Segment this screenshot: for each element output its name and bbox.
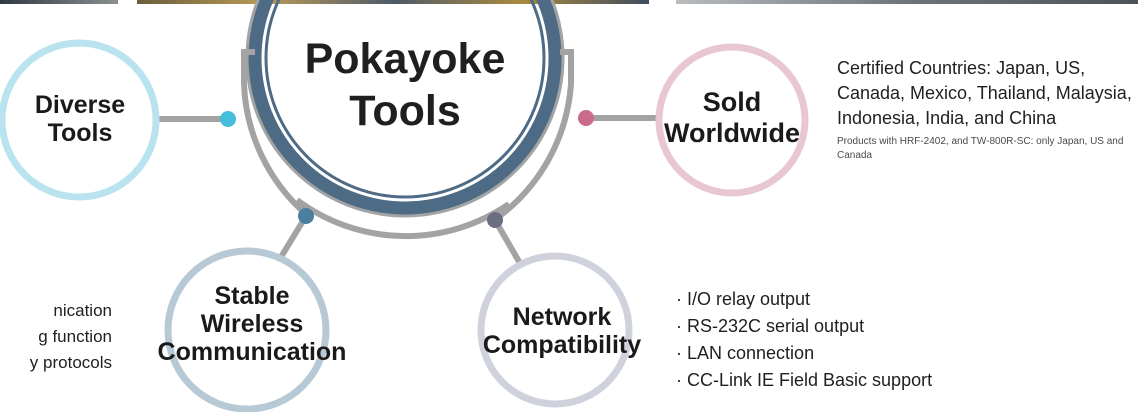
wireless-feature-text: g function: [38, 327, 112, 346]
connector-dot-wireless: [298, 208, 314, 224]
network-feature-item: · I/O relay output: [676, 289, 811, 309]
node-ring-diverse: [0, 39, 160, 201]
wireless-feature-item: y protocols: [0, 350, 112, 376]
arc-left: [241, 49, 309, 218]
wireless-feature-list: nication g function y protocols: [0, 298, 112, 378]
arc-right: [495, 49, 574, 221]
connector-dot-sold: [578, 110, 594, 126]
wireless-feature-text: y protocols: [29, 353, 112, 372]
certified-countries-text: Certified Countries: Japan, US, Canada, …: [837, 58, 1132, 128]
node-ring-wireless: [164, 247, 330, 412]
photo-strip-right: [676, 0, 1138, 4]
connector-dot-network: [487, 212, 503, 228]
node-ring-sold: [655, 43, 809, 197]
sold-worldwide-description: Certified Countries: Japan, US, Canada, …: [837, 56, 1137, 162]
network-feature-item: · RS-232C serial output: [676, 316, 865, 336]
network-feature-item: · CC-Link IE Field Basic support: [676, 370, 933, 390]
connector-lines: [156, 49, 660, 267]
network-feature-item: · LAN connection: [676, 343, 815, 363]
arc-bottom: [295, 197, 511, 240]
connector-dot-diverse: [220, 111, 236, 127]
network-feature-list: · I/O relay output · RS-232C serial outp…: [676, 286, 932, 394]
connector-wireless: [278, 214, 309, 259]
center-thin-ring: [264, 0, 546, 199]
wireless-feature-item: g function: [0, 324, 112, 350]
node-ring-network: [477, 252, 633, 408]
certification-note: Products with HRF-2402, and TW-800R-SC: …: [837, 136, 1124, 161]
wireless-feature-item: nication: [0, 298, 112, 324]
photo-strip-left: [0, 0, 118, 4]
center-dark-ring: [248, 0, 562, 215]
wireless-feature-text: nication: [53, 301, 112, 320]
connector-network: [492, 218, 524, 267]
photo-strip-center: [137, 0, 649, 4]
